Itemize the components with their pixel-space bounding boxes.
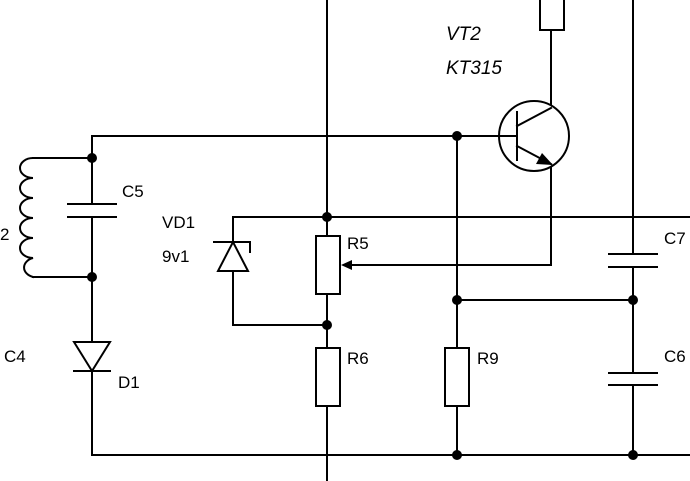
resistor-r6	[315, 347, 341, 407]
inductor-coil	[19, 156, 35, 279]
label-d1: D1	[118, 373, 140, 392]
zener-vd1	[213, 239, 251, 272]
label-c7: C7	[664, 229, 686, 248]
resistor-top-stub	[539, 0, 565, 31]
label-c4: C4	[4, 347, 26, 366]
wiper-arrow-icon	[341, 260, 352, 270]
junction-dots	[87, 131, 638, 460]
wire-emitter-to-wiper	[344, 161, 552, 266]
label-r9: R9	[477, 349, 499, 368]
label-vt2: VT2	[446, 24, 481, 45]
capacitor-c6	[608, 372, 658, 386]
capacitor-c5	[67, 203, 117, 218]
wires	[32, 0, 690, 481]
capacitor-c7	[608, 253, 658, 268]
label-r5: R5	[347, 234, 369, 253]
resistor-r9	[444, 347, 470, 407]
diode-d1	[72, 341, 112, 373]
label-coil-fragment: 2	[0, 225, 9, 244]
label-vd1: VD1	[162, 213, 195, 232]
label-kt315: KT315	[446, 58, 502, 79]
label-vd1-value: 9v1	[162, 247, 189, 266]
label-c6: C6	[664, 347, 686, 366]
transistor-vt2	[498, 100, 570, 172]
label-r6: R6	[347, 349, 369, 368]
emitter-arrow-icon	[536, 153, 553, 165]
potentiometer-r5	[315, 235, 341, 295]
label-c5: C5	[122, 182, 144, 201]
